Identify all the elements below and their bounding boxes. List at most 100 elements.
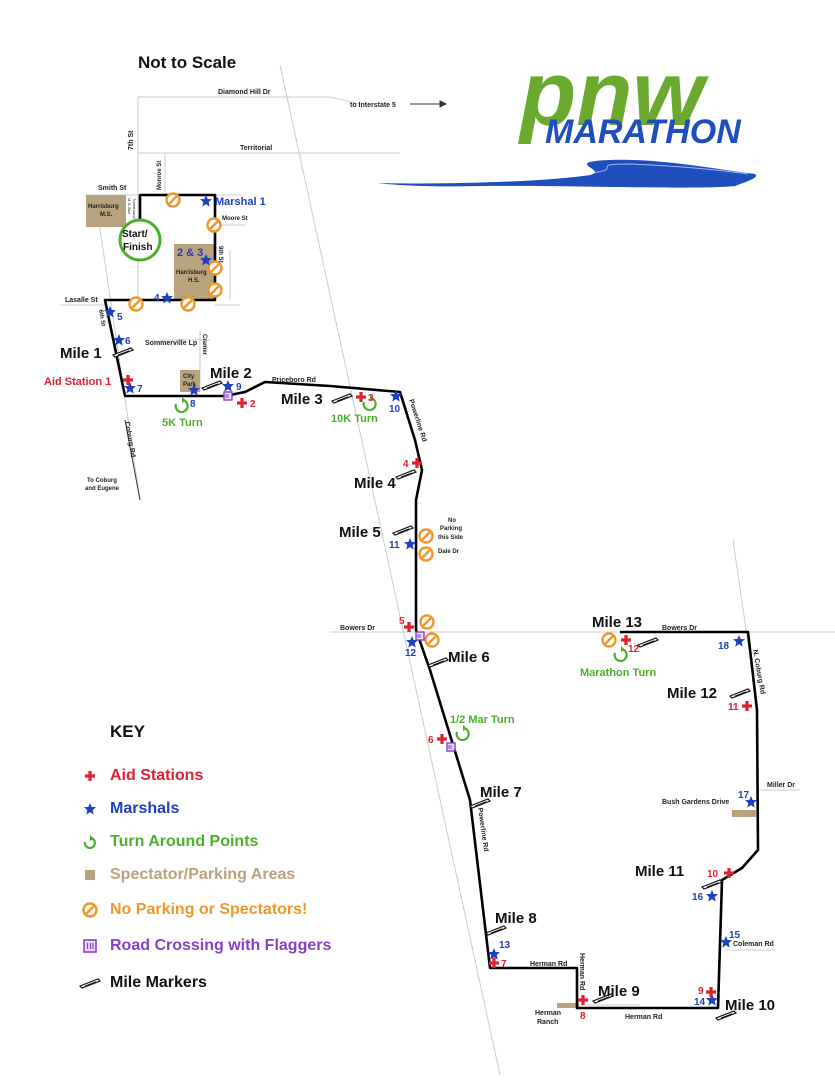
cross-icon: [70, 769, 110, 783]
mile-2-label: Mile 2: [210, 365, 252, 382]
aid-9-label: 9: [698, 986, 704, 997]
street-herman-1: Herman Rd: [530, 961, 567, 968]
mile-1-label: Mile 1: [60, 345, 102, 362]
5k-turn-label: 5K Turn: [162, 417, 203, 429]
to-coburg-label: To Coburg: [87, 478, 117, 484]
start-finish-circle: [118, 218, 162, 262]
street-bush-gardens: Bush Gardens Drive: [662, 799, 729, 806]
logo-pnw-text: pnw: [517, 43, 709, 145]
marathon-turn-label: Marathon Turn: [580, 667, 656, 679]
street-6th: 6th St: [97, 309, 106, 326]
10k-turn-label: 10K Turn: [331, 413, 378, 425]
street-moore: Moore St: [222, 216, 248, 222]
no-parking-note-3: this Side: [438, 535, 464, 541]
legend-marshal-label: Marshals: [110, 800, 180, 817]
no-parking-note-1: No: [448, 518, 456, 524]
street-priceboro: Priceboro Rd: [272, 377, 316, 384]
street-grid: [60, 64, 835, 1076]
legend-turnaround: Turn Around Points: [70, 829, 258, 855]
aid-4-label: 4: [403, 459, 409, 470]
legend-title: KEY: [110, 722, 145, 741]
street-smith: Smith St: [98, 185, 127, 192]
legend-no-parking: No Parking or Spectators!: [70, 897, 307, 923]
start-label: Start/: [122, 229, 148, 240]
aid-3-label: 3: [368, 393, 374, 404]
mile-6-label: Mile 6: [448, 649, 490, 666]
aid-8-label: 8: [580, 1011, 586, 1022]
marshal-1-label: Marshal 1: [215, 196, 266, 208]
turnaround-markers: [174, 393, 628, 742]
legend-mile-label: Mile Markers: [110, 974, 207, 991]
marshal-23-label: 2 & 3: [177, 247, 203, 259]
street-lasalle: Lasalle St: [65, 297, 98, 304]
street-diamond-hill: Diamond Hill Dr: [218, 89, 271, 96]
mile-marker-icon: [70, 976, 110, 990]
street-cramer: Cramer: [201, 334, 207, 356]
marshal-17-label: 17: [738, 790, 750, 801]
aid-12-label: 12: [628, 644, 640, 655]
legend-aid-stations: Aid Stations: [70, 763, 203, 789]
street-coburg: Coburg Rd: [123, 421, 136, 458]
ms-bus-1: M.S. Bus: [127, 198, 132, 214]
marshal-7-label: 7: [137, 384, 143, 395]
marshal-8-label: 8: [190, 399, 196, 410]
legend-spectator: Spectator/Parking Areas: [70, 862, 295, 888]
direction-arrows: [124, 100, 448, 501]
legend-crossing-label: Road Crossing with Flaggers: [110, 937, 332, 954]
street-coleman: Coleman Rd: [733, 941, 774, 948]
street-bowers-right: Bowers Dr: [662, 625, 697, 632]
legend-marshals: Marshals: [70, 796, 179, 822]
mile-12-label: Mile 12: [667, 685, 717, 702]
city-park-2: Park: [183, 382, 197, 388]
marshal-9-label: 9: [236, 382, 242, 393]
crossing-icon: [70, 938, 110, 954]
street-territorial: Territorial: [240, 145, 272, 152]
pnw-marathon-logo: pnw MARATHON: [378, 43, 756, 188]
aid-10-label: 10: [707, 869, 719, 880]
marshal-6-label: 6: [125, 336, 131, 347]
school-ms-1: Harrisburg: [88, 204, 119, 210]
street-monroe: Monroe St: [157, 161, 163, 190]
marshal-16-label: 16: [692, 892, 704, 903]
logo-marathon-text: MARATHON: [545, 113, 742, 151]
marshal-5-label: 5: [117, 312, 123, 323]
marshal-4-label: 4: [154, 293, 160, 304]
finish-label: Finish: [123, 242, 152, 253]
legend-mile-markers: Mile Markers: [70, 970, 207, 996]
half-turn-label: 1/2 Mar Turn: [450, 714, 515, 726]
mile-8-label: Mile 8: [495, 910, 537, 927]
mile-13-label: Mile 13: [592, 614, 642, 631]
mile-7-label: Mile 7: [480, 784, 522, 801]
school-hs-2: H.S.: [188, 278, 200, 284]
street-dale: Dale Dr: [438, 549, 460, 555]
mile-9-label: Mile 9: [598, 983, 640, 1000]
marshal-10-label: 10: [389, 404, 401, 415]
spectator-areas: [86, 195, 756, 1008]
aid-2-label: 2: [250, 399, 256, 410]
herman-ranch-1: Herman: [535, 1010, 561, 1017]
street-bowers-left: Bowers Dr: [340, 625, 375, 632]
mile-4-label: Mile 4: [354, 475, 396, 492]
marshal-15-label: 15: [729, 930, 741, 941]
marshal-12-label: 12: [405, 648, 417, 659]
legend-noparking-label: No Parking or Spectators!: [110, 901, 308, 918]
street-sommerville: Sommerville Lp: [145, 340, 197, 347]
aid-1-label: Aid Station 1: [44, 376, 111, 388]
road-crossings: [223, 391, 456, 752]
aid-11-label: 11: [728, 702, 739, 713]
ms-bus-2: Turnaround: [132, 198, 137, 219]
star-icon: [70, 802, 110, 816]
street-interstate: to Interstate 5: [350, 102, 396, 109]
street-herman-2: Herman Rd: [625, 1014, 662, 1021]
turnaround-arrow-icon: [70, 834, 110, 850]
marshal-14-label: 14: [694, 997, 706, 1008]
mile-3-label: Mile 3: [281, 391, 323, 408]
legend-crossing: Road Crossing with Flaggers: [70, 933, 331, 959]
school-ms-2: M.S.: [100, 212, 113, 218]
legend-turn-label: Turn Around Points: [110, 833, 259, 850]
street-powerline-bottom: Powerline Rd: [476, 807, 489, 852]
marshal-18-label: 18: [718, 641, 730, 652]
not-to-scale-label: Not to Scale: [138, 53, 236, 72]
no-parking-note-2: Parking: [440, 526, 462, 532]
mile-5-label: Mile 5: [339, 524, 381, 541]
